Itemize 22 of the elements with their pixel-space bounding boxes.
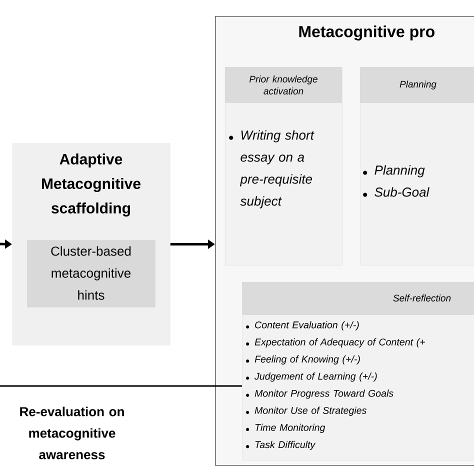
bullet-item: Judgement of Learning (+/-) <box>254 372 377 382</box>
header-text: Self-reflection <box>393 294 451 302</box>
bullet-item: Content Evaluation (+/-) <box>255 321 359 330</box>
bullet-item: Monitor Use of Strategies <box>254 406 367 416</box>
header-text: Planning <box>400 80 436 90</box>
category-box <box>360 67 474 266</box>
hint-box <box>27 240 156 308</box>
panel-title: Metacognitive pro <box>299 26 434 40</box>
category-box <box>242 282 474 460</box>
category-box <box>225 67 342 266</box>
bullet-item: Time Monitoring <box>255 424 326 433</box>
side-label: Re-evaluation on metacognitive awareness <box>20 406 124 460</box>
header-text: Prior knowledge activation <box>249 76 318 94</box>
bullet-item: Task Difficulty <box>255 440 316 450</box>
bullet-item: Expectation of Adequacy of Content (+ <box>254 338 425 348</box>
bullet-text: Writing short essay on a pre-requisite subject <box>240 130 314 208</box>
box-title: Adaptive Metacognitive scaffolding <box>42 153 140 217</box>
bullet-item: Sub-Goal <box>374 187 430 197</box>
bullet-item: Planning <box>374 165 425 178</box>
box-text: Cluster-based metacognitive hints <box>51 246 131 300</box>
bullet-item: Monitor Progress Toward Goals <box>254 390 394 399</box>
bullet-item: Feeling of Knowing (+/-) <box>254 355 360 365</box>
